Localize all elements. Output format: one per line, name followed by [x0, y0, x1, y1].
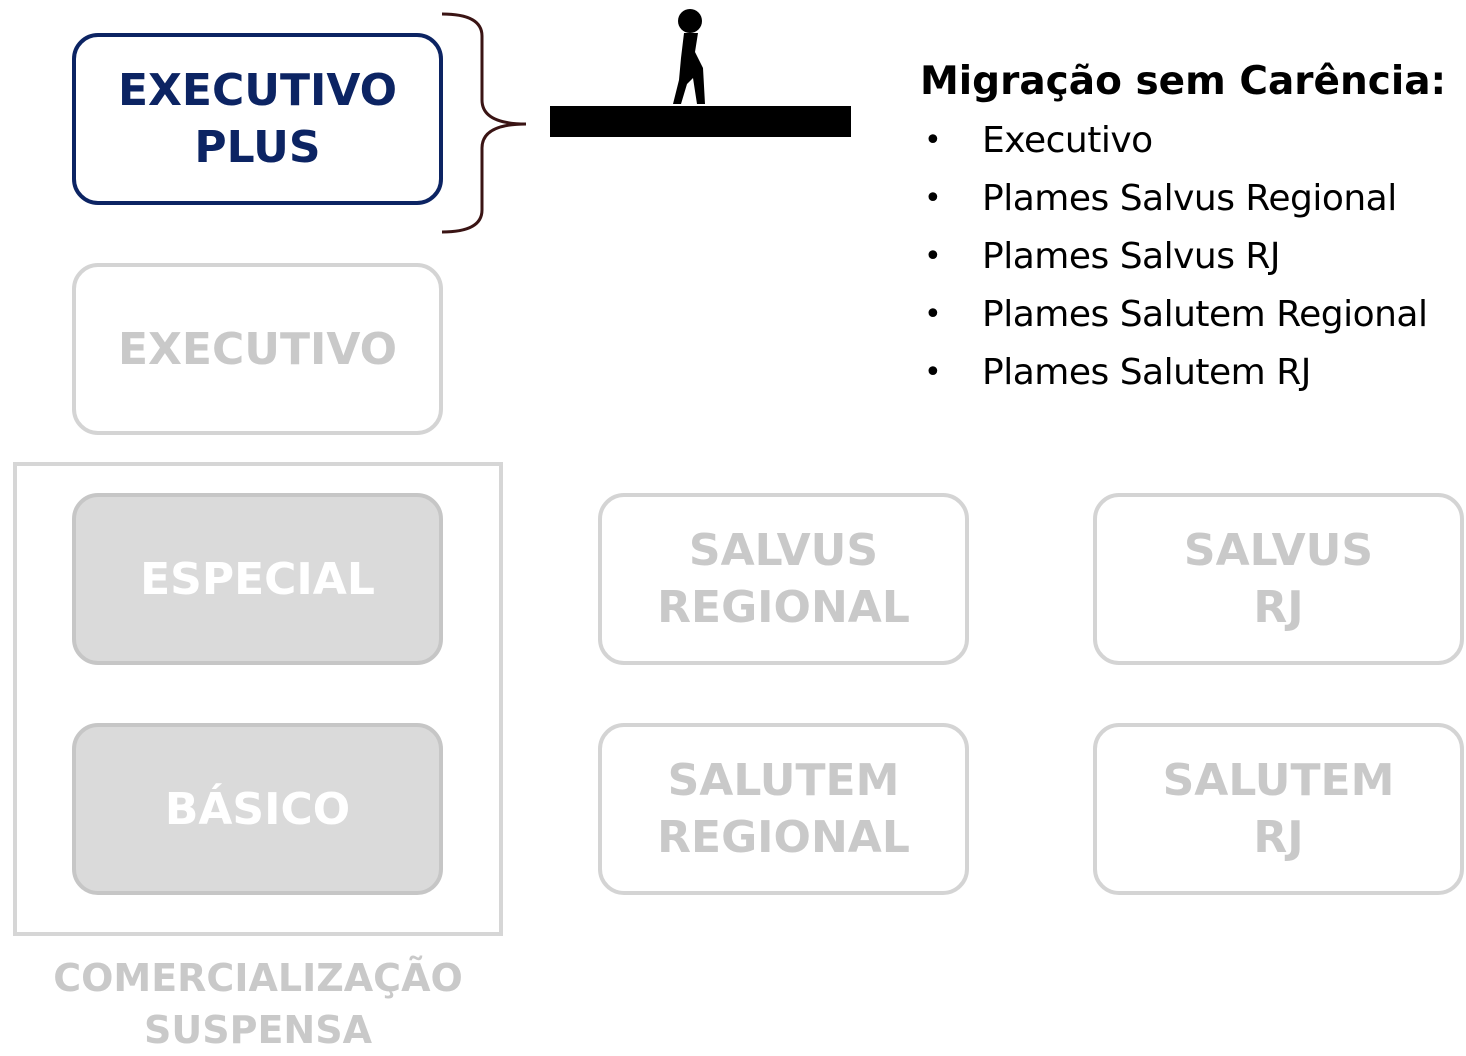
bullet-icon: •	[924, 181, 942, 216]
migration-list-item-label: Plames Salvus RJ	[982, 236, 1281, 277]
migration-list-item: • Plames Salvus Regional	[920, 170, 1460, 228]
suspended-label-line-2: SUSPENSA	[144, 1008, 372, 1052]
plan-salutem-regional-line-2: REGIONAL	[657, 812, 910, 863]
suspended-label-line-1: COMERCIALIZAÇÃO	[53, 956, 463, 1000]
walking-figure-on-bar-icon	[550, 9, 851, 137]
migration-title: Migração sem Carência:	[920, 59, 1447, 104]
migration-list-item-label: Executivo	[982, 120, 1153, 161]
plan-salvus-regional-line-1: SALVUS	[688, 525, 879, 576]
suspended-plans-frame	[13, 462, 503, 936]
migration-list-item-label: Plames Salutem Regional	[982, 294, 1428, 335]
plan-basico: BÁSICO	[72, 723, 443, 895]
plan-salutem-rj-line-1: SALUTEM	[1162, 755, 1395, 806]
plan-salutem-regional-line-1: SALUTEM	[667, 755, 900, 806]
plan-executivo-plus-line-2: PLUS	[194, 122, 321, 173]
migration-list-item-label: Plames Salutem RJ	[982, 352, 1311, 393]
suspended-label: COMERCIALIZAÇÃO SUSPENSA	[13, 952, 503, 1056]
plan-executivo-line-1: EXECUTIVO	[117, 323, 398, 375]
migration-list-item: • Plames Salutem Regional	[920, 286, 1460, 344]
plan-salvus-rj-line-2: RJ	[1253, 582, 1304, 633]
bullet-icon: •	[924, 239, 942, 274]
plan-salutem-rj: SALUTEM RJ	[1093, 723, 1464, 895]
migration-list-item: • Plames Salvus RJ	[920, 228, 1460, 286]
plan-basico-line-1: BÁSICO	[164, 783, 351, 835]
plan-salvus-rj-line-1: SALVUS	[1183, 525, 1374, 576]
plan-executivo-plus: EXECUTIVO PLUS	[72, 33, 443, 205]
migration-list-item: • Plames Salutem RJ	[920, 344, 1460, 402]
plan-salvus-rj: SALVUS RJ	[1093, 493, 1464, 665]
plan-especial-line-1: ESPECIAL	[140, 553, 375, 605]
migration-panel: Migração sem Carência: • Executivo • Plame…	[920, 52, 1460, 402]
curly-bracket-icon	[441, 12, 527, 234]
migration-list: • Executivo • Plames Salvus Regional • Plam…	[920, 112, 1460, 402]
plan-salvus-regional-line-2: REGIONAL	[657, 582, 910, 633]
bullet-icon: •	[924, 297, 942, 332]
plan-salutem-rj-line-2: RJ	[1253, 812, 1304, 863]
migration-list-item-label: Plames Salvus Regional	[982, 178, 1397, 219]
plan-salvus-regional: SALVUS REGIONAL	[598, 493, 969, 665]
migration-list-item: • Executivo	[920, 112, 1460, 170]
plan-executivo: EXECUTIVO	[72, 263, 443, 435]
plan-salutem-regional: SALUTEM REGIONAL	[598, 723, 969, 895]
bullet-icon: •	[924, 123, 942, 158]
plan-especial: ESPECIAL	[72, 493, 443, 665]
plan-executivo-plus-line-1: EXECUTIVO	[117, 65, 398, 116]
bullet-icon: •	[924, 355, 942, 390]
